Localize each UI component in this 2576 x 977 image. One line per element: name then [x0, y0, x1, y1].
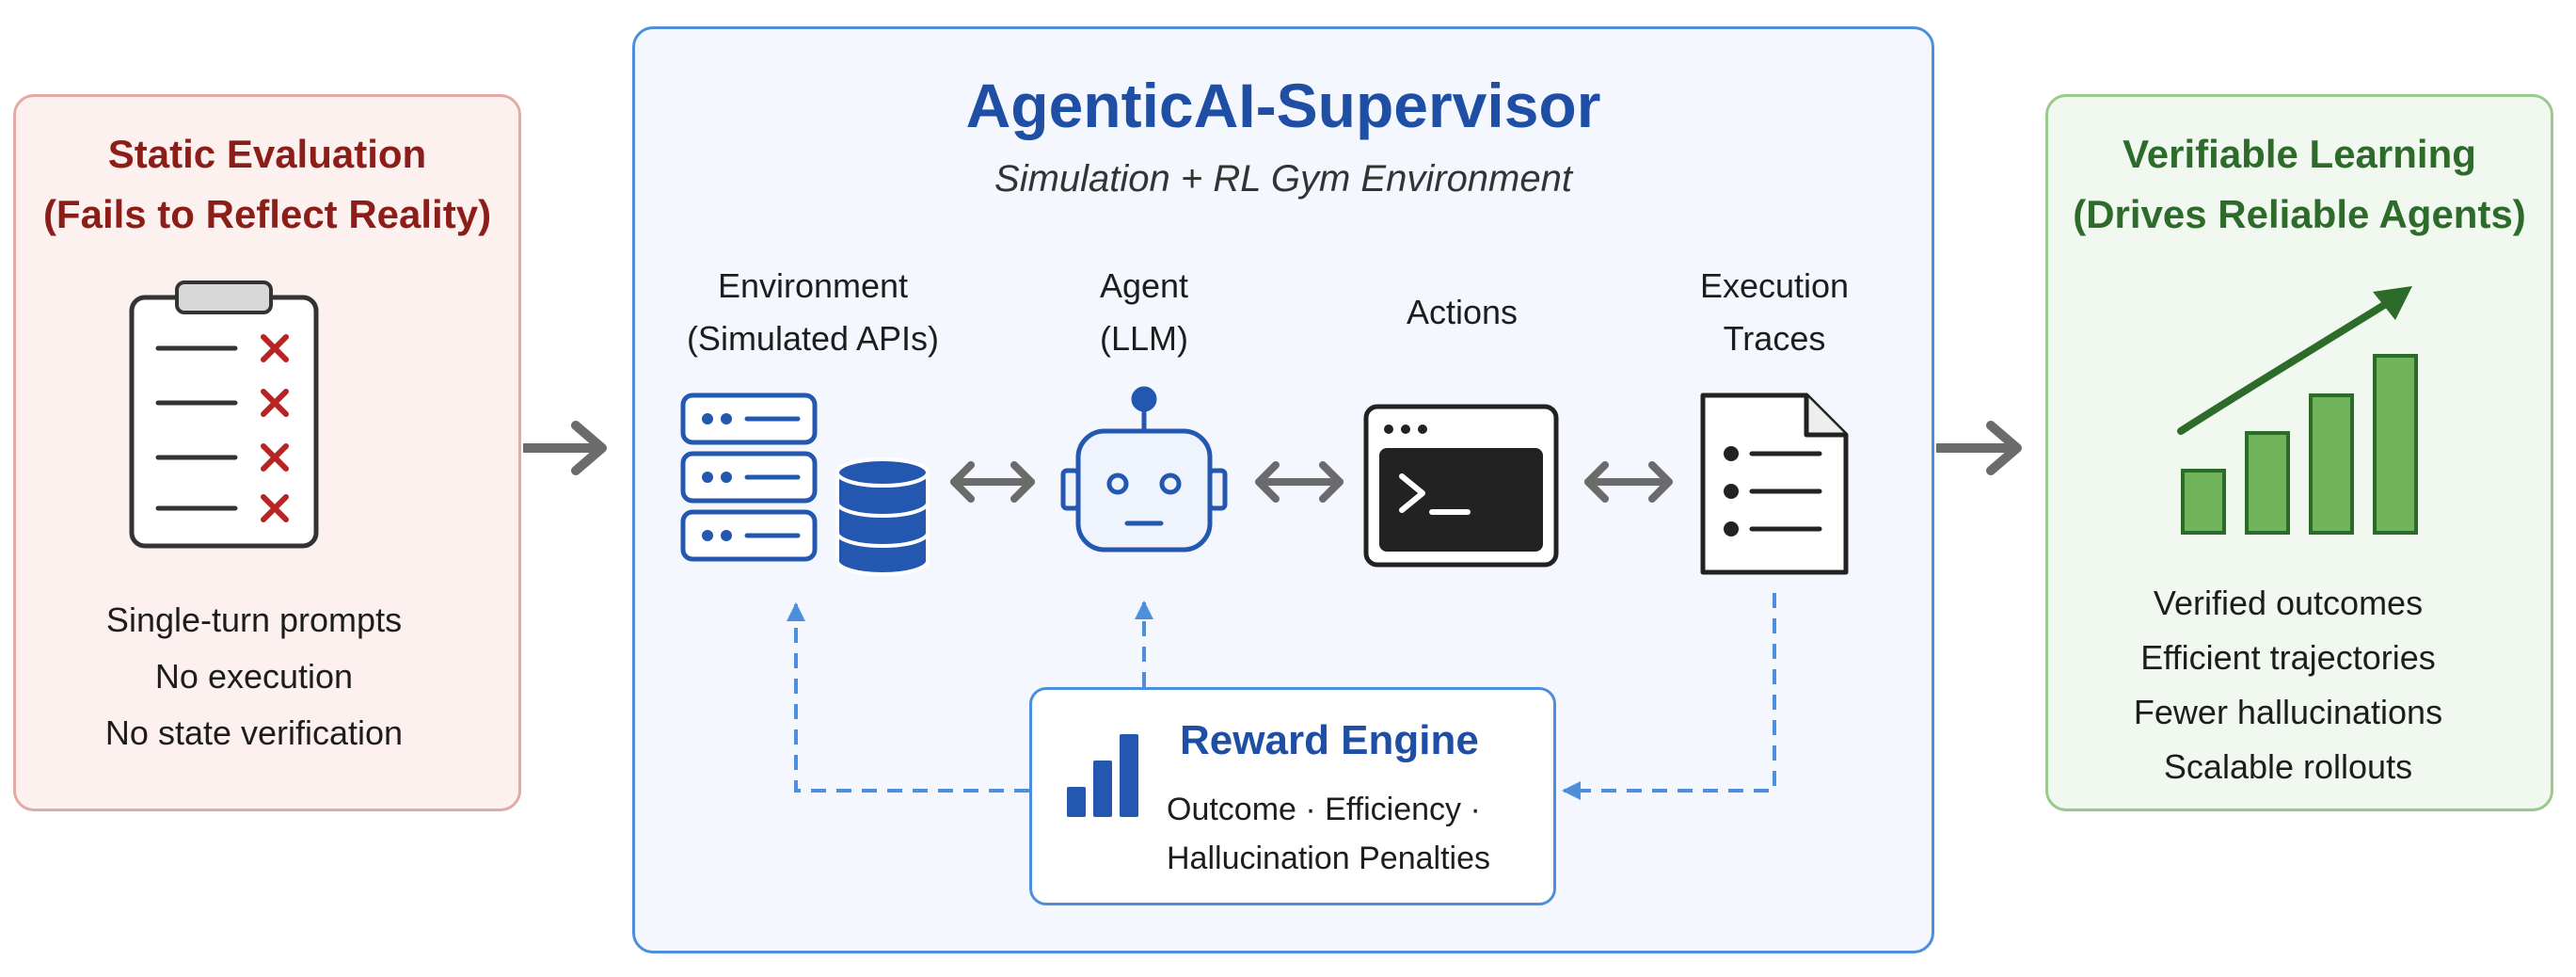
left-item-2: No execution	[154, 657, 354, 696]
right-item-1: Verified outcomes	[2153, 584, 2424, 622]
left-item-3: No state verification	[104, 713, 404, 752]
growth-chart-icon	[2177, 286, 2418, 535]
reward-feedback-arrows	[787, 593, 1776, 800]
verifiable-learning-panel	[2045, 94, 2553, 811]
bar-chart-icon	[1067, 734, 1138, 817]
double-arrow-actions-traces-icon	[1584, 461, 1673, 503]
left-title-line1: Static Evaluation	[107, 132, 427, 176]
reward-engine-title: Reward Engine	[1180, 717, 1479, 763]
right-title-line1: Verifiable Learning	[2123, 132, 2476, 176]
actions-label: Actions	[1406, 293, 1519, 331]
double-arrow-agent-actions-icon	[1255, 461, 1344, 503]
robot-icon	[1060, 386, 1228, 553]
reward-engine-line1: Outcome · Efficiency ·	[1167, 792, 1481, 827]
agent-label-line1: Agent	[1099, 266, 1189, 305]
clipboard-x-icon	[129, 280, 319, 549]
server-database-icon	[680, 392, 930, 576]
environment-label-line1: Environment	[717, 266, 909, 305]
environment-label-line2: (Simulated APIs)	[686, 319, 940, 358]
terminal-icon	[1363, 404, 1559, 568]
reward-engine-box	[1029, 687, 1556, 905]
left-item-1: Single-turn prompts	[105, 601, 403, 639]
traces-label-line2: Traces	[1723, 319, 1826, 358]
main-title: AgenticAI-Supervisor	[965, 71, 1601, 140]
traces-label-line1: Execution	[1699, 266, 1850, 305]
right-item-3: Fewer hallucinations	[2133, 693, 2443, 731]
right-item-2: Efficient trajectories	[2140, 638, 2436, 677]
right-title-line2: (Drives Reliable Agents)	[2073, 192, 2526, 236]
main-subtitle: Simulation + RL Gym Environment	[994, 158, 1572, 200]
left-title-line2: (Fails to Reflect Reality)	[42, 192, 492, 236]
double-arrow-env-agent-icon	[950, 461, 1035, 503]
arrow-left-to-center-icon	[523, 421, 607, 475]
arrow-center-to-right-icon	[1936, 421, 2022, 475]
reward-engine-line2: Hallucination Penalties	[1167, 841, 1490, 876]
document-list-icon	[1700, 392, 1849, 575]
right-item-4: Scalable rollouts	[2163, 747, 2413, 786]
agent-label-line2: (LLM)	[1099, 319, 1189, 358]
